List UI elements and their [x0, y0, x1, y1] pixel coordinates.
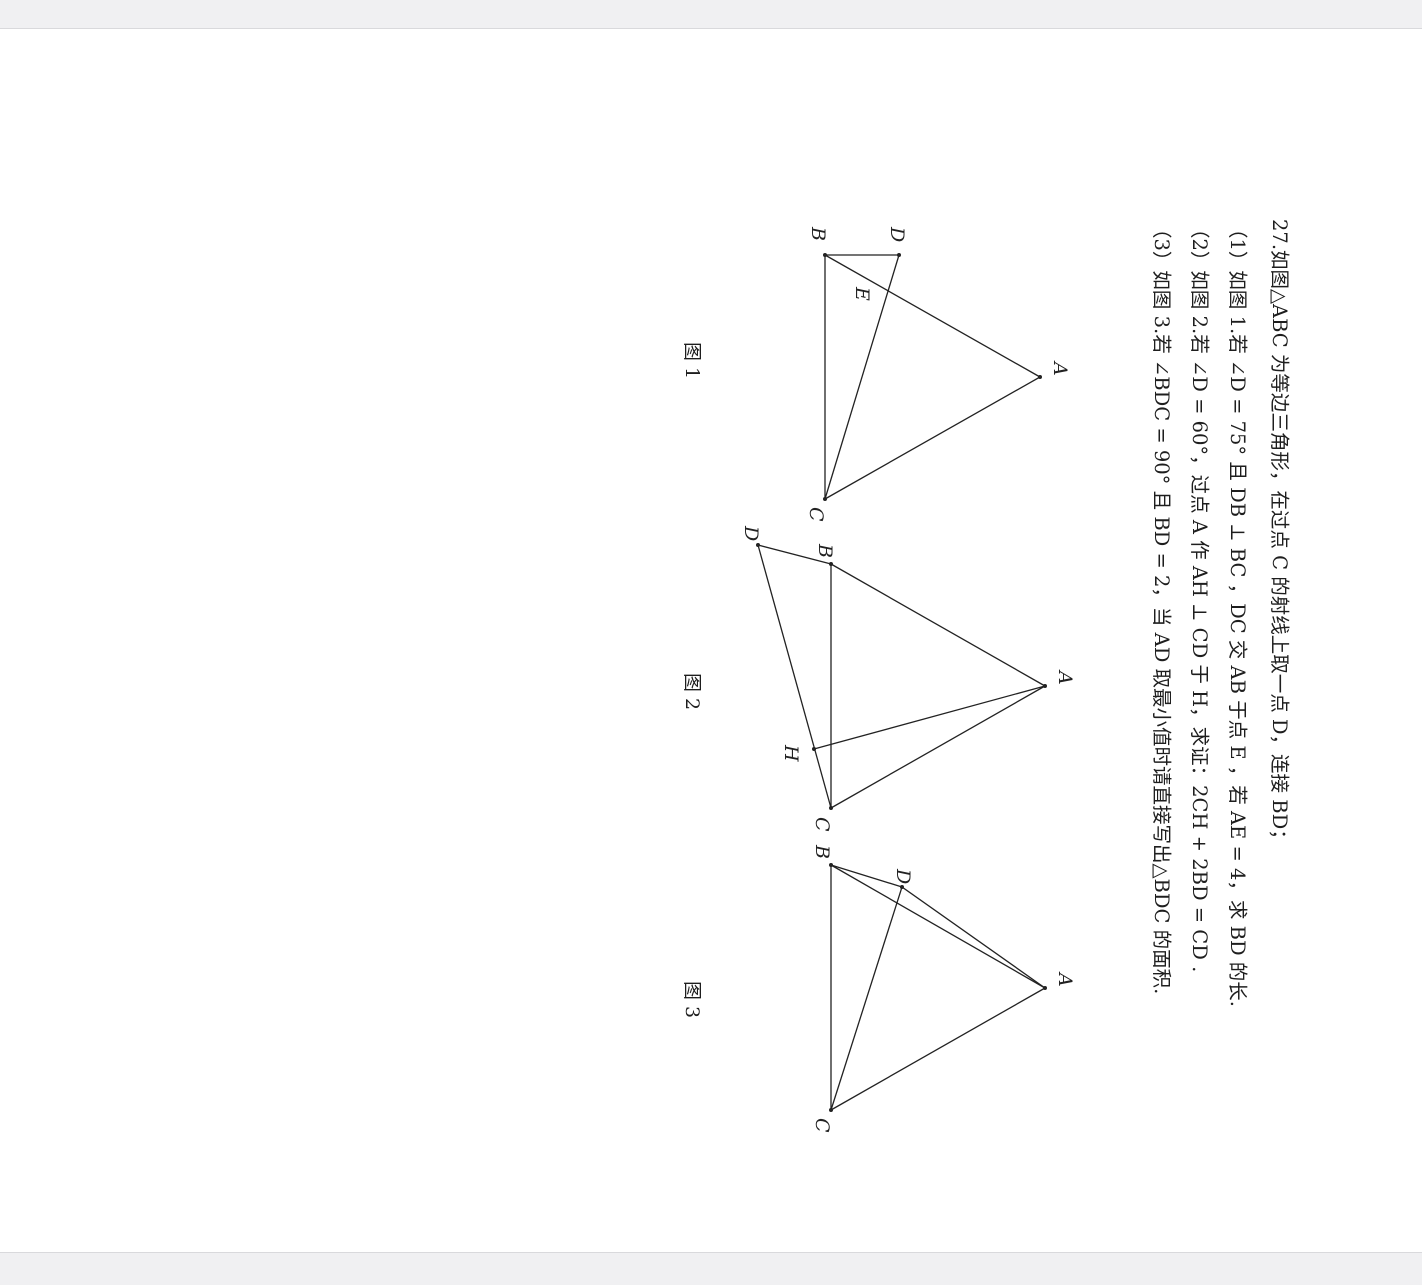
label-d: D — [886, 226, 908, 242]
point-c — [829, 1108, 833, 1112]
segment-ac — [824, 376, 1041, 500]
segment-ab — [830, 864, 1046, 989]
segment-dc — [830, 886, 903, 1111]
label-d: D — [740, 525, 762, 541]
segment-dc — [757, 544, 832, 809]
point-h — [812, 747, 816, 751]
segment-ad — [901, 886, 1046, 989]
point-c — [829, 806, 833, 810]
point-a — [1043, 684, 1047, 688]
point-d — [756, 543, 760, 547]
label-e: E — [851, 286, 873, 301]
label-c: C — [811, 1118, 833, 1133]
figure-2-caption: 图 2 — [681, 673, 703, 711]
label-c: C — [811, 817, 833, 832]
point-a — [1038, 375, 1042, 379]
viewer-bottom-bar — [0, 1252, 1422, 1285]
point-b — [829, 562, 833, 566]
label-a: A — [1054, 669, 1076, 685]
segment-ac — [830, 987, 1046, 1111]
point-d — [897, 253, 901, 257]
label-d: D — [892, 868, 914, 884]
point-c — [823, 497, 827, 501]
point-d — [900, 885, 904, 889]
segment-ab — [830, 563, 1046, 687]
figure-1-caption: 图 1 — [681, 342, 703, 380]
segment-dc — [824, 254, 900, 500]
figure-3-diagram: A B C D — [811, 844, 1076, 1133]
figure-1-diagram: A B C D E — [805, 226, 1071, 522]
segment-bd — [757, 544, 832, 565]
segment-bd — [830, 864, 903, 888]
segment-ah — [813, 685, 1046, 750]
label-a: A — [1049, 360, 1071, 376]
figure-3-caption: 图 3 — [681, 981, 703, 1019]
figure-2-diagram: A B C D H — [740, 525, 1076, 832]
point-b — [829, 863, 833, 867]
label-b: B — [811, 844, 833, 859]
label-h: H — [780, 744, 802, 762]
document-page: 27.如图△ABC 为等边三角形，在过点 C 的射线上取一点 D，连接 BD； … — [0, 29, 1422, 1252]
viewer-top-bar — [0, 0, 1422, 29]
label-b: B — [814, 543, 836, 558]
label-b: B — [807, 226, 829, 241]
segment-ab — [824, 254, 1041, 378]
point-a — [1043, 986, 1047, 990]
label-a: A — [1054, 971, 1076, 987]
label-c: C — [805, 507, 827, 522]
point-b — [823, 253, 827, 257]
segment-ac — [830, 685, 1046, 809]
